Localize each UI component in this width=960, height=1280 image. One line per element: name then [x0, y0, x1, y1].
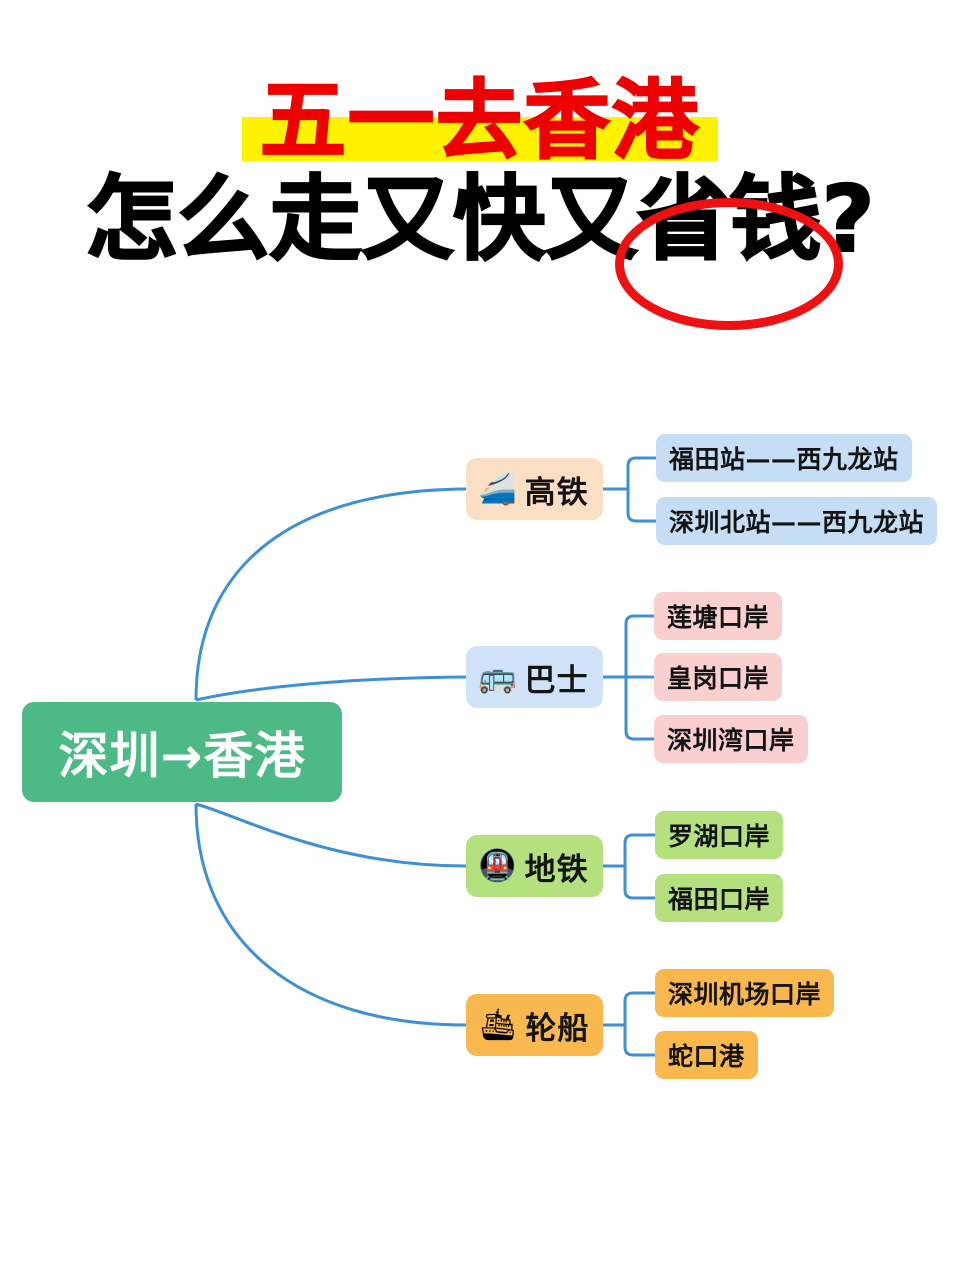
branch-label-gaotie: 高铁 — [524, 474, 589, 511]
branch-label-ditie: 地铁 — [524, 851, 589, 888]
leaf-node-bashi-3[interactable]: 深圳湾口岸 — [654, 715, 808, 763]
leaf-node-lunchuan-1[interactable]: 深圳机场口岸 — [655, 969, 835, 1017]
branch-label-bashi: 巴士 — [524, 662, 589, 699]
leaf-node-gaotie-2[interactable]: 深圳北站——西九龙站 — [656, 497, 938, 545]
connector-lunchuan-leaf-1 — [623, 991, 655, 1025]
leaf-label-lunchuan-1: 深圳机场口岸 — [668, 980, 822, 1009]
connector-ditie-leaf-2 — [623, 866, 655, 900]
leaf-label-bashi-3: 深圳湾口岸 — [667, 726, 795, 755]
title-line2: 怎么走又快又省钱? — [84, 166, 875, 273]
leaf-label-ditie-1: 罗湖口岸 — [668, 822, 771, 851]
leaf-label-gaotie-1: 福田站——西九龙站 — [669, 445, 899, 474]
leaf-node-lunchuan-2[interactable]: 蛇口港 — [655, 1031, 758, 1079]
leaf-label-lunchuan-2: 蛇口港 — [668, 1042, 745, 1071]
branch-label-lunchuan: 轮船 — [525, 1010, 590, 1047]
leaf-node-bashi-1[interactable]: 莲塘口岸 — [654, 592, 783, 640]
root-node-label: 深圳→香港 — [58, 727, 306, 785]
leaf-node-ditie-1[interactable]: 罗湖口岸 — [655, 811, 784, 859]
high-speed-train-icon: 🚄 — [478, 470, 517, 507]
connector-gaotie-leaf-2 — [626, 489, 656, 523]
leaf-node-ditie-2[interactable]: 福田口岸 — [655, 874, 784, 922]
bus-icon: 🚌 — [478, 658, 517, 695]
title-line2-container: 怎么走又快又省钱? — [84, 173, 875, 267]
ship-icon: 🛳 — [478, 1006, 518, 1043]
connector-lunchuan-leaf-2 — [623, 1025, 655, 1057]
leaf-node-bashi-2[interactable]: 皇岗口岸 — [654, 653, 783, 701]
leaf-label-gaotie-2: 深圳北站——西九龙站 — [669, 508, 925, 537]
title-line1: 五一去香港 — [259, 71, 700, 171]
connector-root-bashi — [195, 675, 467, 702]
title-line1-container: 五一去香港 — [242, 77, 718, 165]
connector-ditie-leaf-1 — [623, 833, 655, 866]
title-highlight-band — [242, 117, 718, 161]
connector-gaotie-leaf-1 — [626, 456, 656, 489]
connector-bashi-leaf-1 — [624, 614, 654, 677]
title-block: 五一去香港 怎么走又快又省钱? — [0, 77, 960, 267]
branch-node-bashi[interactable]: 🚌 巴士 — [466, 646, 603, 708]
leaf-label-ditie-2: 福田口岸 — [668, 885, 771, 914]
leaf-node-gaotie-1[interactable]: 福田站——西九龙站 — [656, 434, 912, 482]
connector-root-gaotie — [194, 487, 467, 701]
leaf-label-bashi-1: 莲塘口岸 — [667, 603, 770, 632]
branch-node-ditie[interactable]: 🚇 地铁 — [466, 835, 603, 897]
branch-node-lunchuan[interactable]: 🛳 轮船 — [466, 994, 604, 1056]
connector-root-lunchuan — [194, 803, 467, 1027]
leaf-label-bashi-2: 皇岗口岸 — [667, 664, 770, 693]
connector-root-ditie — [195, 802, 467, 868]
metro-icon: 🚇 — [478, 847, 517, 884]
root-node[interactable]: 深圳→香港 — [22, 702, 342, 802]
branch-node-gaotie[interactable]: 🚄 高铁 — [466, 458, 603, 520]
connector-bashi-leaf-3 — [624, 677, 654, 741]
